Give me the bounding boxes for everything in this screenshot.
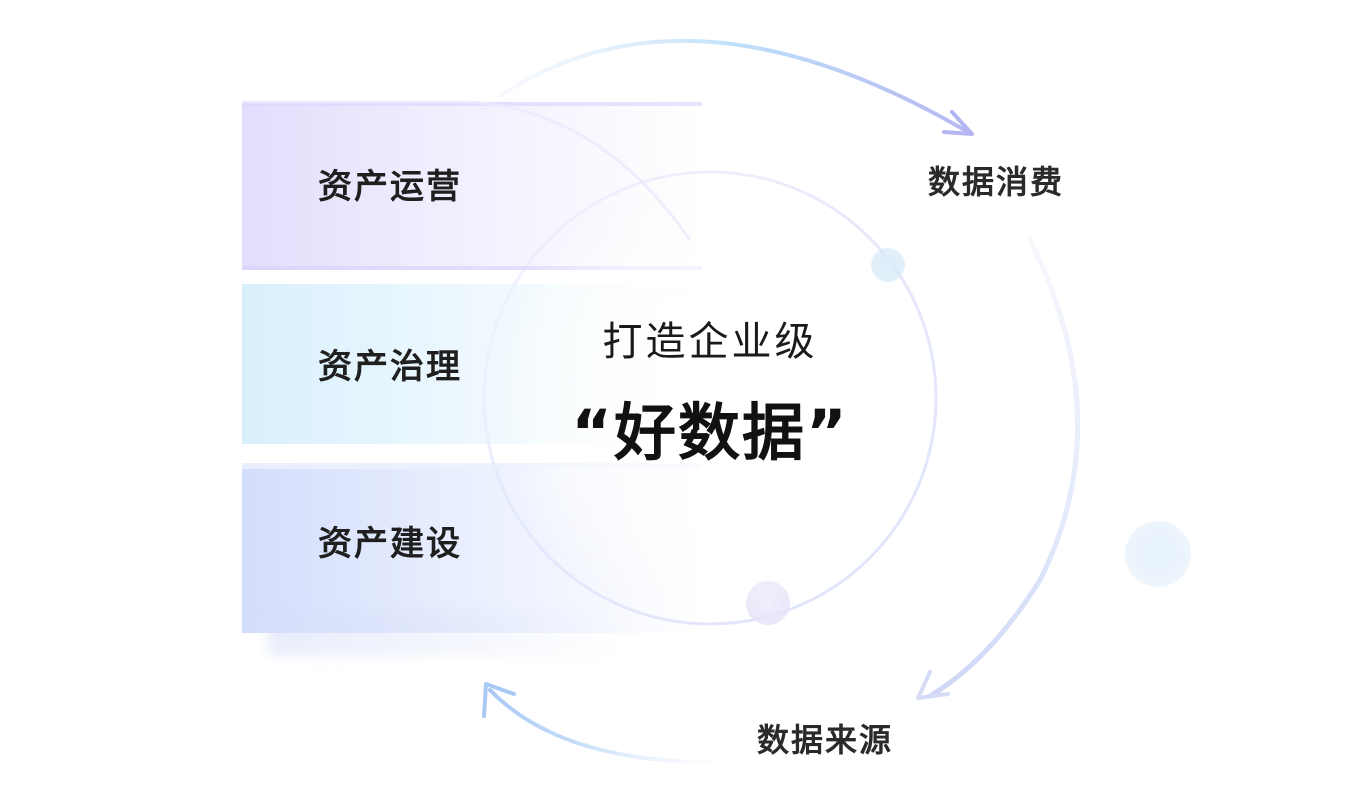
layer-label-construction: 资产建设 (318, 524, 462, 564)
center-highlight: “好数据” (571, 396, 849, 469)
flow-label-consume: 数据消费 (928, 163, 1065, 201)
flow-label-source: 数据来源 (757, 721, 894, 759)
center-title: 打造企业级 (602, 319, 818, 365)
layer-label-governance: 资产治理 (318, 347, 462, 387)
layer-label-operation: 资产运营 (318, 167, 462, 207)
layer-block-shadow (268, 612, 628, 656)
